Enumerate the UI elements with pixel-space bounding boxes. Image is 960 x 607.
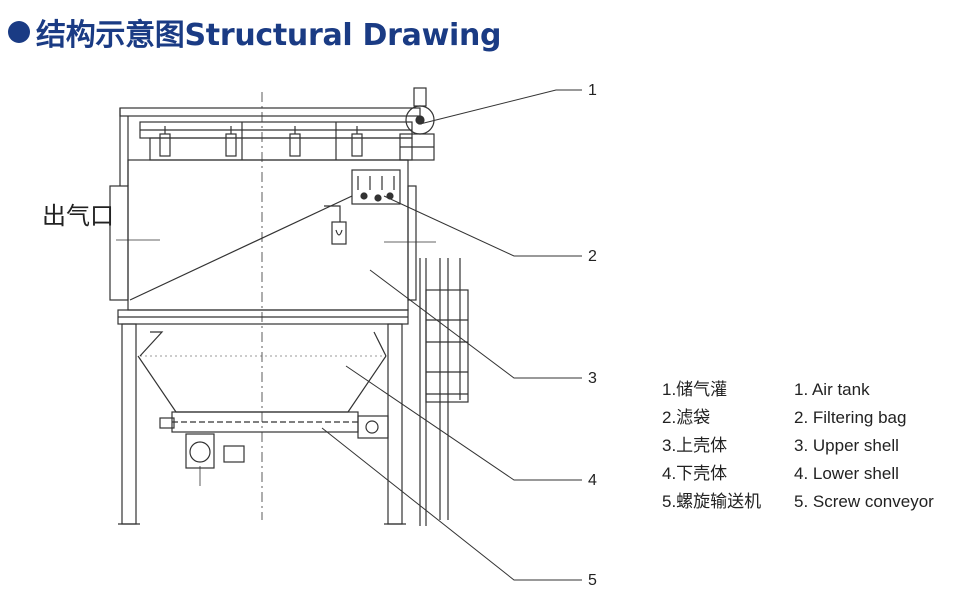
leader-lines [321,89,582,581]
legend-en: 1. Air tank [794,380,870,399]
filter-bag-header [324,169,401,245]
callout-4: 4 [588,472,597,489]
callout-2: 2 [588,248,597,265]
legend-item: 5.螺旋输送机 5. Screw conveyor [662,488,934,516]
callout-3: 3 [588,370,597,387]
legend-en: 3. Upper shell [794,436,899,455]
side-ladder [419,258,469,526]
air-tank [399,87,435,161]
air-outlet-label: 出气口 [42,202,114,230]
pulse-valves [159,126,363,157]
legend-cn: 3.上壳体 [662,436,728,455]
legend-cn: 4.下壳体 [662,464,728,483]
top-frame [119,107,421,186]
legend-item: 2.滤袋 2. Filtering bag [662,404,934,432]
legend-cn: 5.螺旋输送机 [662,492,762,511]
bullet-icon [8,21,30,43]
page-title: 结构示意图Structural Drawing [36,18,502,53]
legend-item: 3.上壳体 3. Upper shell [662,432,934,460]
callout-1: 1 [588,82,597,99]
title-row: 结构示意图Structural Drawing [8,10,502,54]
upper-shell [109,92,436,520]
legend-cn: 1.储气灌 [662,380,728,399]
legend-cn: 2.滤袋 [662,408,711,427]
legend-en: 2. Filtering bag [794,408,907,427]
legend-item: 4.下壳体 4. Lower shell [662,460,934,488]
legend-en: 4. Lower shell [794,464,899,483]
legend: 1.储气灌 1. Air tank 2.滤袋 2. Filtering bag … [662,376,934,516]
callout-5: 5 [588,572,597,589]
legend-en: 5. Screw conveyor [794,492,934,511]
screw-conveyor [159,411,389,486]
callout-numbers: 1 2 3 4 5 [588,82,597,589]
legend-item: 1.储气灌 1. Air tank [662,376,934,404]
